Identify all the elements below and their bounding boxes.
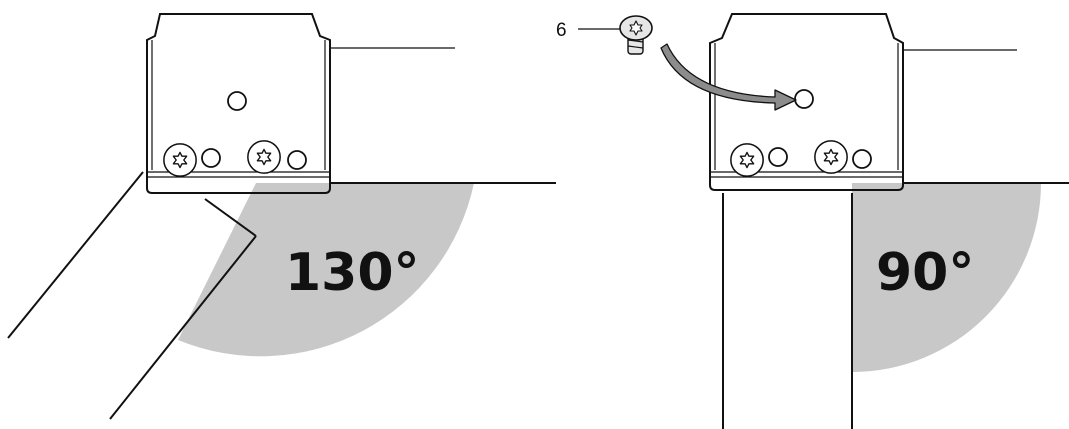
empty-hole: [201, 148, 221, 168]
torx-screw-icon: [814, 140, 848, 174]
loose-screw-icon: [619, 15, 653, 55]
torx-screw-icon: [730, 143, 764, 177]
empty-hole: [852, 149, 872, 169]
angle-sector-90: [852, 183, 1041, 372]
empty-hole: [768, 147, 788, 167]
empty-hole: [227, 91, 247, 111]
angled-leg-outer: [7, 171, 144, 339]
curved-arrow-icon: [660, 43, 797, 111]
callout-number: 6: [556, 20, 567, 41]
angle-label-90: 90°: [876, 243, 974, 303]
target-hole: [794, 89, 814, 109]
right-panel: 6 90°: [556, 13, 1069, 429]
torx-screw-icon: [163, 143, 197, 177]
empty-hole: [287, 150, 307, 170]
angle-sector-130: [178, 183, 474, 357]
left-panel: 130°: [7, 13, 556, 420]
torx-screw-icon: [247, 140, 281, 174]
angled-leg-inner: [109, 235, 257, 420]
angle-label-130: 130°: [285, 243, 420, 303]
angled-leg-top: [204, 198, 257, 237]
